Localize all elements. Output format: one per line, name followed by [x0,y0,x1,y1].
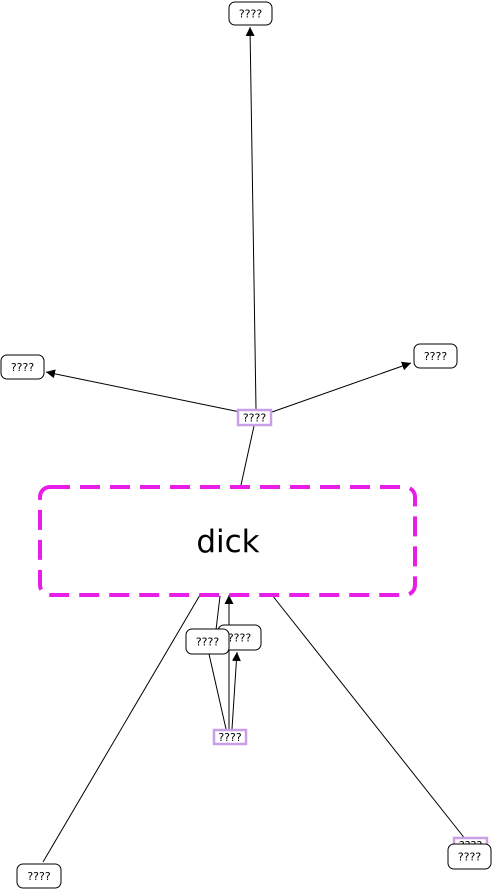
node-top-box [228,1,273,26]
main-node-label: dick [196,524,259,560]
node-left-box [0,354,45,380]
edge-main-to-bottom-right [271,594,467,841]
node-bottom-left-box [16,863,62,889]
node-right[interactable]: ???? [413,343,458,369]
edge-main-to-rel-upper [240,425,255,486]
edge-rel-upper-to-top [245,26,257,410]
node-inner-a-label: ???? [196,636,220,649]
node-inner-a-box [185,628,230,655]
node-right-box [413,343,458,369]
edge-rel-lower-to-main-alt [208,653,227,730]
relation-upper[interactable]: ???? [236,408,273,427]
node-bottom-right-box [447,843,492,870]
node-top-label: ???? [239,8,263,21]
main-node-box [38,485,417,597]
relation-upper-label: ???? [243,412,267,425]
node-left-label: ???? [11,361,35,374]
edge-rel-upper-to-right [271,361,412,413]
node-inner-b-label: ???? [228,632,252,645]
node-bottom-right-label: ???? [458,851,482,864]
node-top[interactable]: ???? [228,1,273,26]
relation-lower[interactable]: ???? [212,728,248,746]
edges [42,26,467,863]
node-bottom-left-label: ???? [27,870,51,883]
node-bottom-left[interactable]: ???? [16,863,62,889]
edge-rel-upper-to-left [45,369,241,413]
edge-main-to-rel-lower [215,595,221,631]
main-node[interactable]: dick [38,485,417,597]
relation-lower-label: ???? [218,731,242,744]
edge-rel-lower-to-inner [231,651,241,730]
relation-upper-box [236,408,273,427]
node-inner-a[interactable]: ???? [185,628,230,655]
node-left[interactable]: ???? [0,354,45,380]
relation-lower-box [212,728,248,746]
edge-main-to-bottom-left [42,594,201,863]
node-right-label: ???? [424,350,448,363]
node-bottom-right[interactable]: ???? [447,843,492,870]
